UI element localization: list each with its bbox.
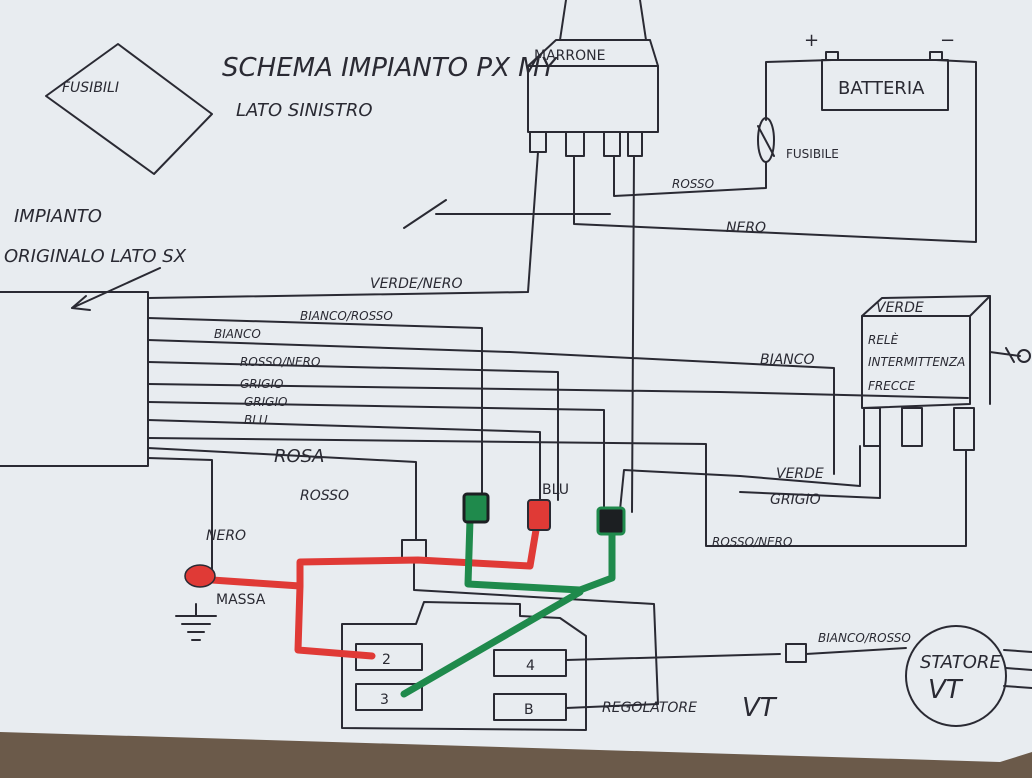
- green-relay-line-3: FRECCE: [868, 379, 916, 393]
- relay-extra-wire: [403, 199, 611, 229]
- grigio-wire-2: [147, 401, 605, 509]
- nero-wire-to-relay: [573, 59, 977, 243]
- bianco-rosso-stator-wire: [805, 647, 907, 655]
- grigio-wire-1: [147, 383, 969, 399]
- regulator-label: REGOLATORE: [602, 700, 697, 716]
- brown-relay-top: [527, 39, 659, 67]
- grigio-wire-to-relay: [739, 445, 881, 499]
- wire-label-bianco: BIANCO: [214, 327, 261, 341]
- battery-positive-wire: [765, 59, 833, 121]
- massa-connector: [184, 564, 216, 588]
- stator-label-1: STATORE: [920, 652, 1001, 673]
- relay-to-green-connector: [631, 155, 635, 513]
- regulator-4-to-stator-wire: [565, 653, 781, 661]
- red-wire-to-terminal-2: [294, 582, 376, 660]
- stator-output-wires: [1003, 649, 1032, 689]
- green-relay-line-1: RELÈ: [868, 332, 899, 347]
- bianco-rosso-connector: [462, 492, 490, 524]
- diagram-subtitle: LATO SINISTRO: [236, 100, 373, 121]
- green-relay-pin-3: [953, 407, 975, 451]
- green-relay-label: VERDE: [876, 300, 924, 316]
- fuse-box-label: FUSIBILI: [62, 80, 119, 96]
- wire-label-bianco-rosso: BIANCO/ROSSO: [300, 309, 393, 323]
- regulator-terminal-4: [493, 649, 567, 677]
- battery-minus-label: −: [940, 30, 955, 51]
- wire-label-bianco-relay: BIANCO: [760, 352, 815, 368]
- regulator-terminal-2-label: 2: [382, 652, 391, 668]
- original-harness-label-1: IMPIANTO: [14, 206, 102, 227]
- blu-wire: [147, 419, 541, 501]
- green-relay-screw: [1017, 349, 1031, 363]
- grigio-connector: [596, 506, 626, 536]
- battery-fuse-element: [757, 125, 775, 157]
- brown-relay-pin-3: [603, 131, 621, 157]
- green-relay-body: [861, 315, 971, 409]
- green-wire-to-terminal-3: [400, 588, 584, 698]
- rosso-nero-wire: [147, 361, 559, 501]
- ground-symbol: [175, 603, 217, 641]
- rosso-wire: [147, 447, 417, 541]
- brown-relay-bracket: [559, 0, 647, 41]
- verde-wire-to-relay: [619, 445, 861, 511]
- brown-relay-label: MARRONE: [534, 48, 605, 64]
- bianco-rosso-wire: [147, 317, 483, 495]
- red-wire-massa: [208, 526, 540, 590]
- bianco-wire: [147, 339, 835, 475]
- green-relay-edge: [969, 295, 991, 317]
- wire-label-verde-nero: VERDE/NERO: [370, 276, 463, 292]
- rosso-nero-bottom-wire: [147, 437, 967, 547]
- stator: [905, 625, 1007, 727]
- diagram-title: SCHEMA IMPIANTO PX MY: [222, 53, 559, 83]
- ground-label: MASSA: [216, 592, 266, 608]
- wire-label-rosso-nero-bottom: ROSSO/NERO: [712, 535, 792, 549]
- wire-label-rosso-nero: ROSSO/NERO: [240, 355, 320, 369]
- wire-label-grigio-2: GRIGIO: [244, 395, 287, 409]
- battery-label: BATTERIA: [838, 78, 925, 99]
- wire-label-grigio-1: GRIGIO: [240, 377, 283, 391]
- blu-connector: [527, 499, 551, 531]
- wire-label-rosa: ROSA: [274, 446, 324, 467]
- regulator-terminal-4-label: 4: [526, 658, 535, 674]
- green-relay-pin-1: [863, 407, 881, 447]
- rosso-wire-to-relay: [613, 155, 767, 197]
- original-harness-block: [0, 291, 149, 467]
- wire-label-grigio-relay: GRIGIO: [770, 492, 821, 508]
- stator-label-2: VT: [928, 675, 964, 705]
- harness-pointer-arrow: [71, 267, 161, 309]
- wire-label-nero-ground: NERO: [206, 528, 246, 544]
- battery-plus-label: +: [804, 30, 819, 51]
- wire-label-rosso-top: ROSSO: [672, 177, 714, 191]
- green-relay-line-2: INTERMITTENZA: [868, 355, 965, 369]
- wire-label-bianco-rosso-stator: BIANCO/ROSSO: [818, 631, 911, 645]
- fuse-box: [45, 43, 213, 175]
- regulator-terminal-3-label: 3: [380, 692, 389, 708]
- regulator-b-wire: [413, 557, 659, 709]
- battery-fuse-label: FUSIBILE: [786, 147, 839, 161]
- battery-box: [821, 59, 949, 111]
- green-relay-pin-2: [901, 407, 923, 447]
- wire-label-nero-top: NERO: [726, 220, 766, 236]
- wire-label-blu-connector: BLU: [542, 482, 569, 498]
- original-harness-label-2: ORIGINALO LATO SX: [4, 246, 187, 267]
- regulator-model-label: VT: [742, 693, 778, 723]
- green-relay-top: [861, 295, 991, 405]
- brown-relay-body: [527, 65, 659, 133]
- verde-nero-wire: [147, 151, 539, 299]
- harness-pointer-head: [71, 295, 91, 311]
- wire-label-rosso: ROSSO: [300, 488, 349, 504]
- paper-sheet: [0, 0, 1032, 762]
- nero-ground-wire: [147, 457, 213, 571]
- green-relay-mount: [989, 347, 1021, 363]
- regulator-terminal-b-label: B: [524, 702, 534, 718]
- wire-label-blu: BLU: [244, 413, 268, 427]
- regulator-terminal-3: [355, 683, 423, 711]
- wire-label-verde-relay: VERDE: [776, 466, 824, 482]
